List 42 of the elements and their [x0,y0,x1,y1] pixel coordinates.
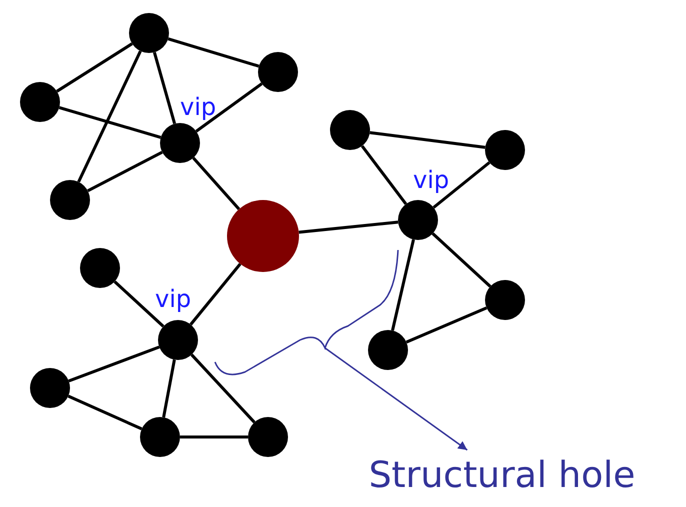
connector-line [391,239,415,331]
connector-line [192,156,240,210]
connector-line [56,42,133,93]
node-circle [158,320,198,360]
arrow [324,347,468,451]
connector-line [432,161,490,209]
node-circle [248,417,288,457]
connector-line [298,220,398,234]
node-circle [129,13,169,53]
connector-line [190,354,256,424]
connector-line [58,106,162,139]
node-circle [20,82,60,122]
connector-line [370,131,486,149]
node-circle [485,280,525,320]
node-circle [258,52,298,92]
node-circle [330,110,370,150]
connector-line [406,306,488,344]
connector-line [180,436,248,438]
connector-line [77,50,142,183]
connector-line [190,262,242,326]
node-circle [485,130,525,170]
node-circle [368,330,408,370]
node-circle [80,248,120,288]
connector-line [114,280,164,328]
connector-line [152,52,176,124]
node-circle [50,180,90,220]
node-circle [140,417,180,457]
connector-line [432,232,492,288]
connector-line [360,145,408,205]
node-caption: vip [155,287,192,311]
connector-line [162,359,176,418]
node-circle [398,200,438,240]
annotation-text: Structural hole [337,450,667,500]
connector-line [68,346,160,382]
connector-line [87,150,163,192]
node-circle [160,123,200,163]
connector-line [68,394,142,430]
node-caption: vip [180,95,216,119]
connector-line [168,37,260,68]
node-circle [30,368,70,408]
node-caption: vip [413,168,450,192]
connector-line [195,82,263,133]
